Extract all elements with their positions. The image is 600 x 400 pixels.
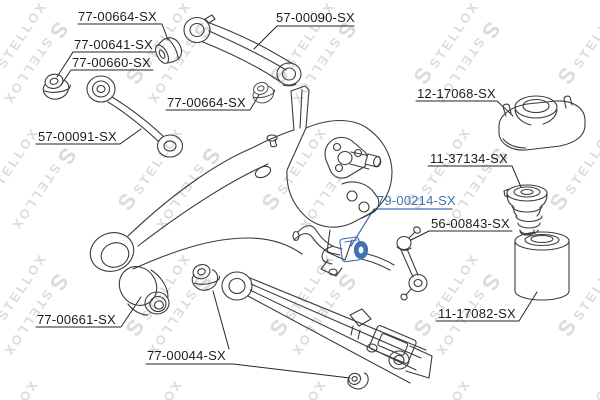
drawing-trailing-arm	[221, 271, 433, 390]
svg-text:SSTELLOX: SSTELLOX	[552, 246, 600, 341]
part-label-77-00664-b[interactable]: 77-00664-SX	[167, 95, 246, 110]
drawing-bushing-79-00214-highlighted	[339, 236, 369, 263]
drawing-link-56-00843	[396, 226, 428, 301]
leader-77-00044-b	[212, 290, 230, 350]
leader-12-17068	[415, 100, 514, 117]
part-label-77-00664-a[interactable]: 77-00664-SX	[78, 9, 157, 24]
leader-79-00214	[350, 208, 453, 247]
leader-77-00664-a	[77, 23, 169, 41]
leader-77-00664-b	[165, 94, 260, 111]
part-label-79-00214-highlighted[interactable]: 79-00214-SX	[377, 193, 456, 208]
part-label-77-00044[interactable]: 77-00044-SX	[147, 348, 226, 363]
drawing-bushing-77-00660	[42, 73, 71, 100]
drawing-bushing-77-00664-mid	[252, 82, 275, 104]
part-label-77-00641[interactable]: 77-00641-SX	[74, 37, 153, 52]
drawing-bushing-77-00661	[118, 266, 170, 316]
leader-56-00843	[410, 230, 513, 241]
leader-11-37134	[427, 165, 522, 188]
svg-text:SSTELLOX: SSTELLOX	[552, 0, 600, 89]
svg-text:SSTELLOX: SSTELLOX	[112, 372, 187, 400]
leader-57-00091	[35, 128, 142, 145]
drawing-arm-57-00091	[86, 75, 184, 158]
part-label-11-17082[interactable]: 11-17082-SX	[438, 306, 516, 321]
leader-57-00090	[253, 25, 355, 50]
leader-77-00641	[56, 51, 156, 78]
leader-11-17082	[435, 291, 538, 322]
drawing-bushing-77-00664-top	[155, 37, 183, 64]
drawing-bump-stop	[503, 184, 548, 236]
drawing-bushing-77-00044-left	[191, 264, 220, 291]
svg-text:SSTELLOX: SSTELLOX	[0, 372, 44, 400]
drawing-stabilizer-bar	[292, 225, 395, 277]
svg-text:SSTELLOX: SSTELLOX	[0, 17, 74, 112]
leader-77-00044	[145, 363, 351, 379]
svg-text:SSTELLOX: SSTELLOX	[400, 372, 475, 400]
svg-text:SSTELLOX: SSTELLOX	[544, 120, 600, 215]
part-label-77-00661[interactable]: 77-00661-SX	[37, 312, 116, 327]
drawing-arm-57-00090	[183, 14, 302, 87]
svg-text:SSTELLOX: SSTELLOX	[544, 372, 600, 400]
drawing-knuckle-lower-arm	[89, 85, 393, 272]
part-label-56-00843[interactable]: 56-00843-SX	[431, 216, 510, 231]
drawing-dust-cover	[514, 231, 570, 301]
svg-text:SSTELLOX: SSTELLOX	[256, 372, 331, 400]
part-label-77-00660[interactable]: 77-00660-SX	[72, 55, 151, 70]
part-label-12-17068[interactable]: 12-17068-SX	[417, 86, 496, 101]
part-label-11-37134[interactable]: 11-37134-SX	[430, 151, 508, 166]
line-art-layer	[35, 14, 586, 390]
leader-77-00661	[35, 296, 142, 328]
part-label-57-00091[interactable]: 57-00091-SX	[38, 129, 117, 144]
part-label-57-00090[interactable]: 57-00090-SX	[276, 10, 355, 25]
drawing-strut-mount	[498, 95, 586, 151]
